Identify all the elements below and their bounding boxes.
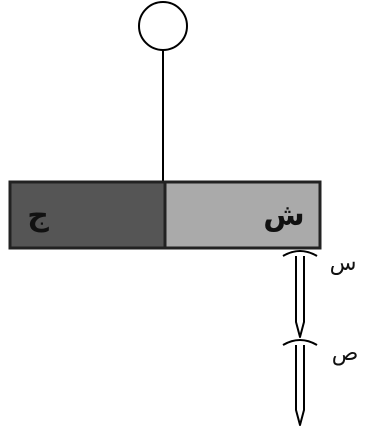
upper-nail: س: [282, 250, 357, 338]
upper-nail-shank: [295, 256, 305, 338]
lower-nail-head: [282, 339, 318, 346]
lower-nail: ص: [282, 339, 359, 426]
bar-magnet: ج ش: [8, 180, 322, 250]
lower-nail-label: ص: [332, 341, 359, 366]
upper-nail-label: س: [330, 251, 357, 276]
lower-nail-shank: [295, 345, 305, 426]
left-pole-label: ج: [27, 198, 49, 233]
hanging-ring: [138, 1, 188, 51]
magnet-right-pole: [163, 180, 322, 250]
right-pole-label: ش: [263, 198, 304, 233]
upper-nail-head: [282, 250, 318, 257]
